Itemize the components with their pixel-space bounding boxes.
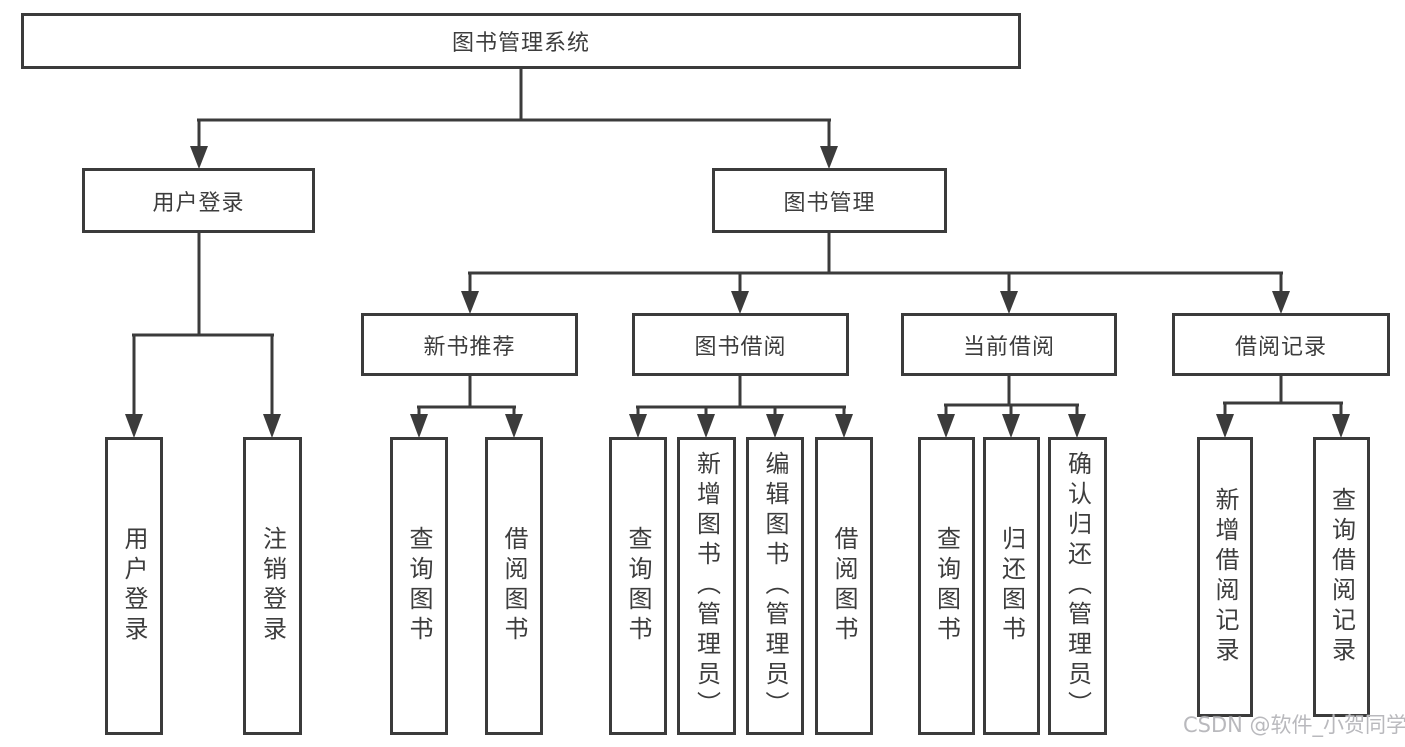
connector-new-book-children xyxy=(410,374,523,438)
leaf-add-borrow-record-label: 新增借阅记录 xyxy=(1211,487,1239,667)
node-book-management-label: 图书管理 xyxy=(783,190,876,216)
leaf-borrow-book-2-label: 借阅图书 xyxy=(830,526,858,646)
leaf-edit-book-admin-label: 编辑图书（管理员） xyxy=(761,451,789,721)
node-root-label: 图书管理系统 xyxy=(451,31,590,56)
leaf-add-book-admin-label: 新增图书（管理员） xyxy=(692,451,721,721)
leaf-confirm-return-admin-label: 确认归还（管理员） xyxy=(1063,451,1092,721)
node-book-borrow: 图书借阅 xyxy=(632,313,849,376)
leaf-borrow-book-2: 借阅图书 xyxy=(815,437,873,735)
leaf-query-borrow-record: 查询借阅记录 xyxy=(1313,437,1370,717)
leaf-query-book-1-label: 查询图书 xyxy=(405,526,433,646)
leaf-edit-book-admin: 编辑图书（管理员） xyxy=(746,437,804,735)
leaf-add-borrow-record: 新增借阅记录 xyxy=(1197,437,1253,717)
connector-current-borrow-children xyxy=(937,374,1086,438)
leaf-confirm-return-admin: 确认归还（管理员） xyxy=(1048,437,1107,735)
node-borrow-records-label: 借阅记录 xyxy=(1234,334,1327,360)
leaf-logout: 注销登录 xyxy=(243,437,302,735)
node-current-borrow: 当前借阅 xyxy=(901,313,1117,376)
connector-book-borrow-children xyxy=(629,374,853,438)
node-book-borrow-label: 图书借阅 xyxy=(694,334,787,360)
leaf-query-book-3: 查询图书 xyxy=(918,437,975,735)
connector-user-login-children xyxy=(125,231,281,438)
node-current-borrow-label: 当前借阅 xyxy=(962,334,1055,360)
leaf-logout-label: 注销登录 xyxy=(258,526,287,646)
node-user-login: 用户登录 xyxy=(82,168,315,233)
node-book-management: 图书管理 xyxy=(712,168,947,233)
leaf-query-borrow-record-label: 查询借阅记录 xyxy=(1327,487,1356,667)
node-user-login-label: 用户登录 xyxy=(152,190,245,216)
node-new-book-recommend-label: 新书推荐 xyxy=(423,334,516,360)
connector-borrow-records-children xyxy=(1216,374,1350,438)
leaf-query-book-2-label: 查询图书 xyxy=(624,526,652,646)
node-borrow-records: 借阅记录 xyxy=(1172,313,1390,376)
leaf-borrow-book-1-label: 借阅图书 xyxy=(500,526,528,646)
csdn-watermark: CSDN @软件_小贺同学 xyxy=(1183,713,1405,737)
leaf-return-book: 归还图书 xyxy=(983,437,1040,735)
connector-root-to-level2 xyxy=(190,67,838,169)
leaf-borrow-book-1: 借阅图书 xyxy=(485,437,543,735)
leaf-add-book-admin: 新增图书（管理员） xyxy=(677,437,736,735)
leaf-query-book-2: 查询图书 xyxy=(609,437,667,735)
connector-book-management-to-level3 xyxy=(461,231,1290,314)
leaf-user-login-label: 用户登录 xyxy=(120,526,148,646)
node-root: 图书管理系统 xyxy=(21,13,1021,69)
leaf-user-login: 用户登录 xyxy=(105,437,163,735)
leaf-query-book-1: 查询图书 xyxy=(390,437,448,735)
node-new-book-recommend: 新书推荐 xyxy=(361,313,578,376)
leaf-return-book-label: 归还图书 xyxy=(997,526,1026,646)
leaf-query-book-3-label: 查询图书 xyxy=(932,526,961,646)
